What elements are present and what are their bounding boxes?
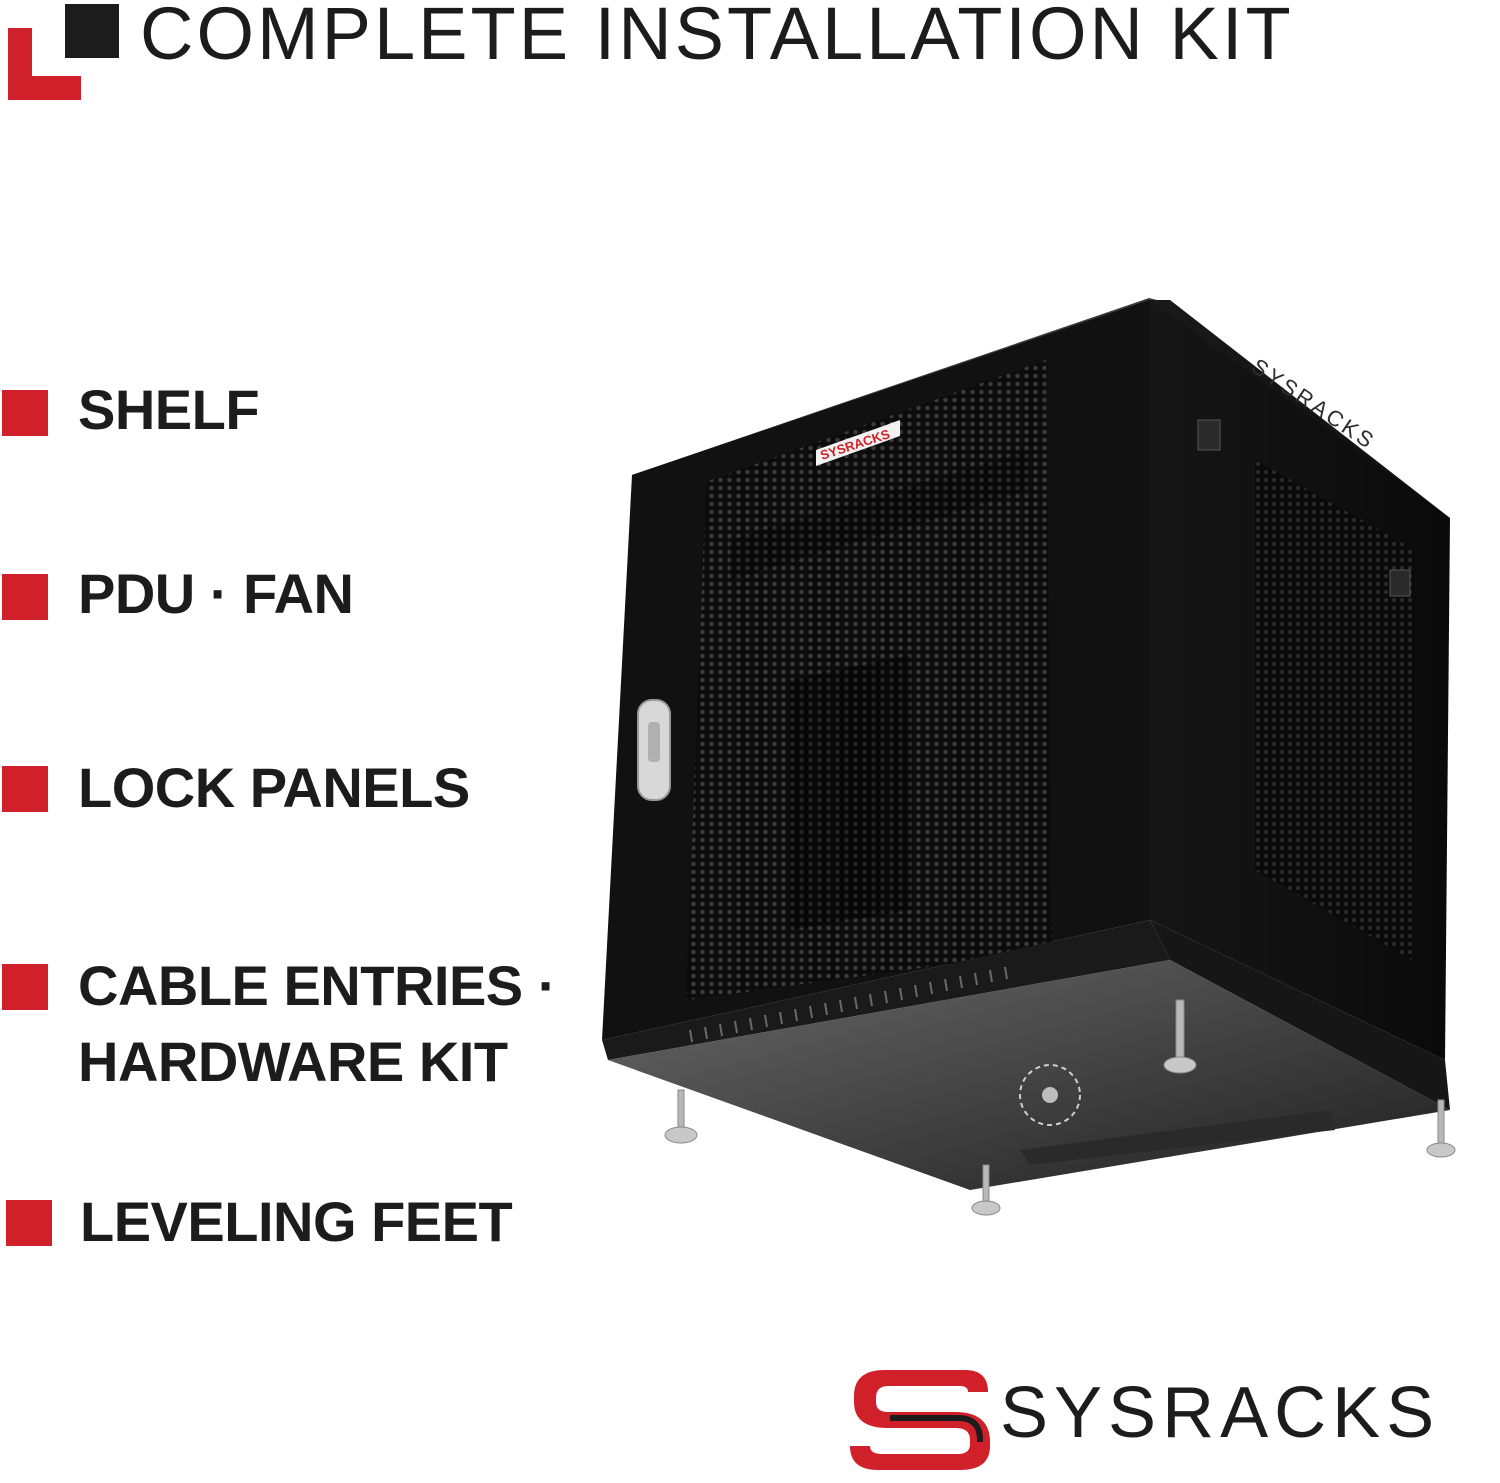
brand-name: SYSRACKS [1000, 1373, 1441, 1453]
header-logo-mark [8, 4, 119, 104]
bullet-square-icon [2, 964, 48, 1010]
header-mark-black-square [65, 4, 119, 58]
feature-label: PDU · FAN [78, 562, 354, 625]
bullet-square-icon [2, 574, 48, 620]
bullet-square-icon [2, 766, 48, 812]
leveling-feet [664, 999, 1456, 1216]
page-title: COMPLETE INSTALLATION KIT [140, 0, 1294, 75]
feature-label: LEVELING FEET [80, 1190, 513, 1253]
feature-label: SHELF [78, 378, 260, 441]
bullet-square-icon [6, 1200, 52, 1246]
feature-label-line2: HARDWARE KIT [78, 1030, 508, 1093]
header-mark-red-horizontal [8, 76, 81, 100]
bullet-square-icon [2, 390, 48, 436]
brand-logo [830, 1362, 1480, 1472]
front-vents [689, 966, 1008, 1043]
sysracks-logo-icon [850, 1370, 990, 1470]
server-cabinet-image: SYSRACKS SYSRACKS [590, 260, 1470, 1220]
server-cabinet-icon: SYSRACKS SYSRACKS [602, 298, 1456, 1216]
feature-label: LOCK PANELS [78, 756, 470, 819]
feature-label: CABLE ENTRIES · [78, 954, 556, 1017]
